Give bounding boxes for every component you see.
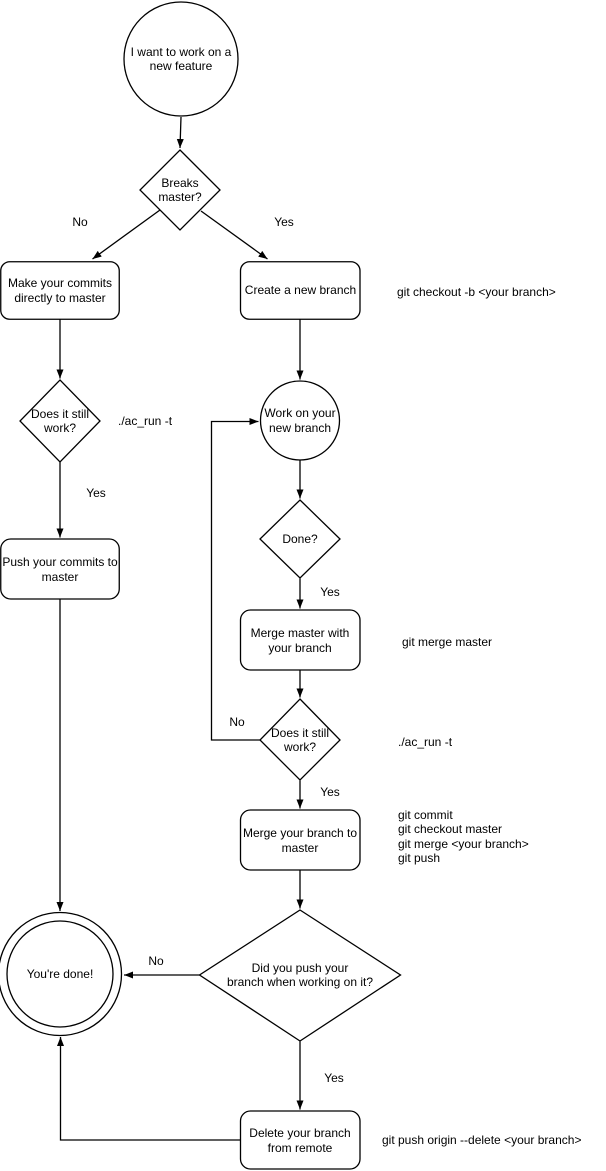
node-delete-remote-label: Delete your branch from remote [249,1126,351,1155]
work-on-branch-circle-shape [259,380,341,461]
make-commits-rect-shape [0,261,120,320]
node-merge-master-label: Merge master with your branch [250,626,350,655]
edge-delete-remote-to-youre-done-loop [57,1037,240,1141]
did-you-push-diamond-shape [198,909,402,1042]
edge-label-did-push-yes: Yes [324,1070,344,1085]
edge-label-still-work-1-yes: Yes [86,485,106,500]
delete-remote-rect-shape [239,1110,361,1170]
does-it-work-1-diamond-shape [19,379,101,463]
node-did-you-push-label-line2: branch when working on it? [226,975,374,989]
annotation-merge-branch-cmd-2: git checkout master [398,822,503,837]
node-did-you-push-label-line1: Did you push your [251,960,349,975]
edge-label-breaks-no: No [72,214,88,229]
create-branch-rect-shape [239,261,361,320]
merge-branch-rect-shape [239,809,361,871]
annotation-merge-branch-cmds: git commit git checkout master git merge… [398,808,529,865]
annotation-checkout-cmd: git checkout -b <your branch> [397,285,556,299]
node-make-commits-label: Make your commits directly to master [7,276,113,305]
push-commits-rect-shape [0,538,120,600]
node-does-it-work-1-label: Does it still work? [30,406,89,435]
merge-master-rect-shape [239,609,361,671]
node-create-branch-label: Create a new branch [244,283,357,298]
node-youre-done-label: You're done! [26,967,94,982]
node-work-on-branch-label: Work on your new branch [264,406,336,435]
done-diamond-shape [259,499,341,579]
annotation-test-cmd-2: ./ac_run -t [398,735,453,749]
annotation-merge-branch-cmd-3: git merge <your branch> [398,836,529,851]
annotation-merge-branch-cmd-1: git commit [398,808,453,822]
edge-label-done-yes: Yes [320,584,340,599]
node-done-label: Done? [282,532,318,547]
annotation-delete-cmd: git push origin --delete <your branch> [382,1133,582,1147]
does-it-work-2-diamond-shape [259,698,341,781]
youre-done-inner-circle-shape [6,920,114,1028]
edge-label-still-work-2-yes: Yes [320,784,340,799]
edge-label-did-push-no: No [148,953,164,968]
node-push-commits-label: Push your commits to master [2,555,118,584]
edge-does-it-work-2-no-to-work-on-branch-loop [210,418,260,741]
annotation-merge-master-cmd: git merge master [402,635,493,649]
annotation-test-cmd-1: ./ac_run -t [118,414,173,428]
node-does-it-work-2-label: Does it still work? [270,725,329,754]
edge-start-to-breaks-master [176,116,184,149]
start-circle-shape [123,1,239,117]
node-start-label: I want to work on a new feature [130,44,232,73]
edge-label-still-work-2-no: No [229,714,245,729]
node-did-you-push-label: Did you push your branch when working on… [220,960,380,990]
edge-label-breaks-yes: Yes [274,214,294,229]
node-breaks-master-label: Breaks master? [158,175,202,204]
breaks-master-diamond-shape [139,149,221,231]
edge-breaks-no-to-make-commits [92,209,161,260]
annotation-merge-branch-cmd-4: git push [398,850,441,865]
node-merge-branch-label: Merge your branch to master [242,826,358,855]
edge-breaks-yes-to-create-branch [200,210,268,260]
